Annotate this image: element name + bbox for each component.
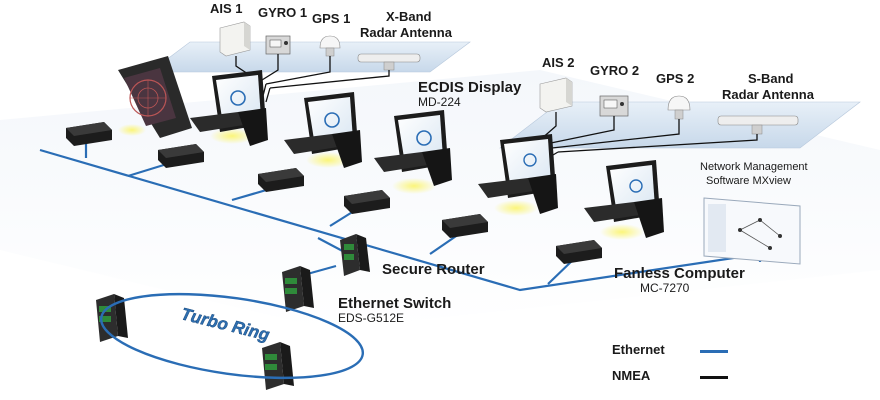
fanless-model-label: MC-7270: [640, 281, 690, 295]
gps1-device: [319, 35, 341, 57]
mxview-label-2: Software MXview: [706, 175, 791, 187]
ecdis-console-1: [190, 70, 268, 146]
network-box-6: [556, 240, 602, 264]
ecdis-console-4: [478, 134, 558, 216]
sensor-platform-1: [149, 41, 471, 73]
gps1-label: GPS 1: [312, 11, 351, 26]
ais2-device: [539, 77, 573, 113]
ecdis-console-3: [374, 110, 452, 194]
gyro2-label: GYRO 2: [590, 63, 640, 78]
gyro1-label: GYRO 1: [258, 5, 308, 20]
xband-antenna: [357, 53, 421, 71]
network-box-3: [258, 168, 304, 192]
gyro1-device: [265, 35, 291, 55]
network-box-4: [344, 190, 390, 214]
ais1-device: [219, 21, 251, 57]
network-box-2: [158, 144, 204, 168]
ecdis-console-5: [584, 160, 664, 240]
legend-nmea-label: NMEA: [612, 368, 651, 383]
router-label: Secure Router: [382, 261, 485, 278]
legend-ethernet-label: Ethernet: [612, 342, 665, 357]
mxview-label-1: Network Management: [700, 161, 808, 173]
xband-sub-label: Radar Antenna: [360, 25, 452, 40]
fanless-label: Fanless Computer: [614, 265, 745, 282]
ecdis-console-2: [284, 92, 362, 168]
ais2-label: AIS 2: [542, 55, 575, 70]
secure-router-device: [340, 234, 370, 276]
legend-nmea-swatch: [700, 376, 728, 379]
turbo-ring: [99, 292, 365, 380]
sband-label: S-Band: [748, 71, 794, 86]
ethernet-switch-top: [282, 266, 314, 312]
switch-label: Ethernet Switch: [338, 295, 452, 312]
radar-console: [118, 56, 192, 138]
xband-label: X-Band: [386, 9, 432, 24]
sband-sub-label: Radar Antenna: [722, 87, 814, 102]
switch-model-label: EDS-G512E: [338, 311, 405, 325]
gps2-label: GPS 2: [656, 71, 695, 86]
ecdis-model-label: MD-224: [418, 95, 461, 109]
ecdis-label: ECDIS Display: [418, 79, 522, 96]
ethernet-lines: [39, 138, 762, 292]
network-box-5: [442, 214, 488, 238]
network-box-1: [66, 122, 112, 146]
gyro2-device: [599, 95, 629, 117]
ais1-label: AIS 1: [210, 1, 243, 16]
ethernet-switch-bottom: [262, 342, 294, 390]
legend-ethernet-swatch: [700, 350, 728, 353]
ethernet-switch-left: [96, 294, 128, 342]
mxview-monitor: [703, 197, 801, 265]
sensor-platform-2: [499, 101, 861, 149]
